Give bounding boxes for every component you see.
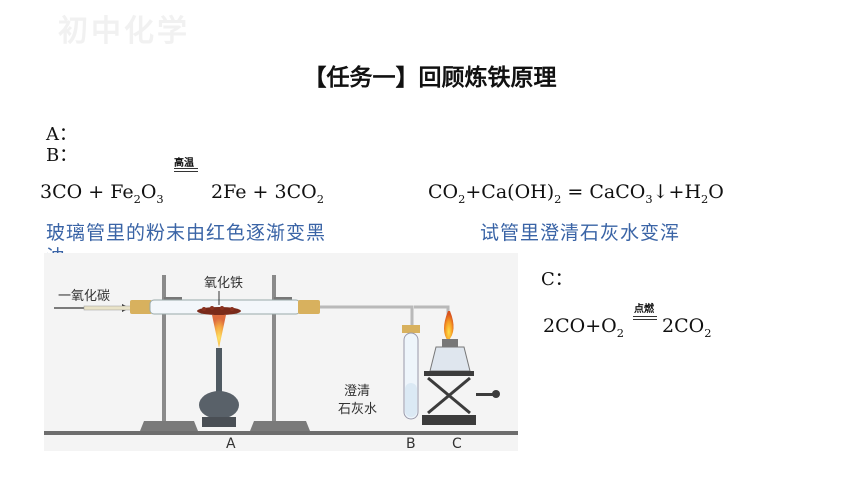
label-c: C： — [541, 269, 573, 290]
bench-line — [44, 431, 518, 435]
mark-b: B — [406, 436, 416, 451]
label-iron-oxide: 氧化铁 — [204, 276, 243, 291]
equals-bar-bottom-c — [633, 319, 657, 320]
watermark: 初中化学 — [58, 14, 190, 49]
label-b: B： — [46, 145, 78, 166]
equation-combustion-left: 2CO+O2 — [543, 315, 624, 340]
equation-combustion-right: 2CO2 — [662, 315, 712, 340]
label-limewater-1: 澄清 — [344, 384, 370, 399]
mark-a: A — [226, 436, 236, 451]
label-limewater-2: 石灰水 — [338, 402, 377, 417]
page-title: 【任务一】回顾炼铁原理 — [303, 65, 557, 91]
observation-limewater: 试管里澄清石灰水变浑 — [480, 222, 681, 244]
label-co: 一氧化碳 — [58, 289, 110, 304]
iron-stand-right — [250, 275, 310, 431]
iron-oxide-powder — [197, 306, 241, 315]
exhaust-tube — [414, 305, 450, 323]
inlet-tube — [83, 305, 135, 311]
label-a: A： — [46, 124, 77, 145]
equation-reduction-left: 3CO + Fe2O3 — [40, 181, 164, 206]
observation-tube: 玻璃管里的粉末由红色逐渐变黑 — [46, 222, 327, 244]
outlet-tube — [320, 305, 414, 325]
test-tube-b — [402, 325, 420, 420]
equals-bar-bottom — [174, 171, 198, 172]
equation-reduction-right: 2Fe + 3CO2 — [211, 181, 324, 206]
equation-limewater: CO2+Ca(OH)2 = CaCO3↓+H2O — [428, 181, 724, 206]
iron-stand-left — [140, 275, 198, 431]
heating-lamp — [199, 315, 239, 427]
apparatus-figure: 一氧化碳 氧化铁 澄清 石灰水 A B C — [44, 253, 518, 452]
equals-bar-top-c — [633, 316, 657, 317]
lab-jack — [422, 371, 500, 425]
mark-c: C — [452, 436, 462, 451]
stopper-left — [130, 300, 152, 314]
condition-ignite: 点燃 — [634, 304, 654, 315]
alcohol-lamp-c — [429, 311, 471, 372]
stopper-right — [298, 300, 320, 314]
condition-high-temp: 高温 — [174, 158, 194, 169]
equals-bar-top — [174, 168, 198, 169]
apparatus-diagram: 一氧化碳 氧化铁 澄清 石灰水 A B C — [44, 275, 518, 452]
